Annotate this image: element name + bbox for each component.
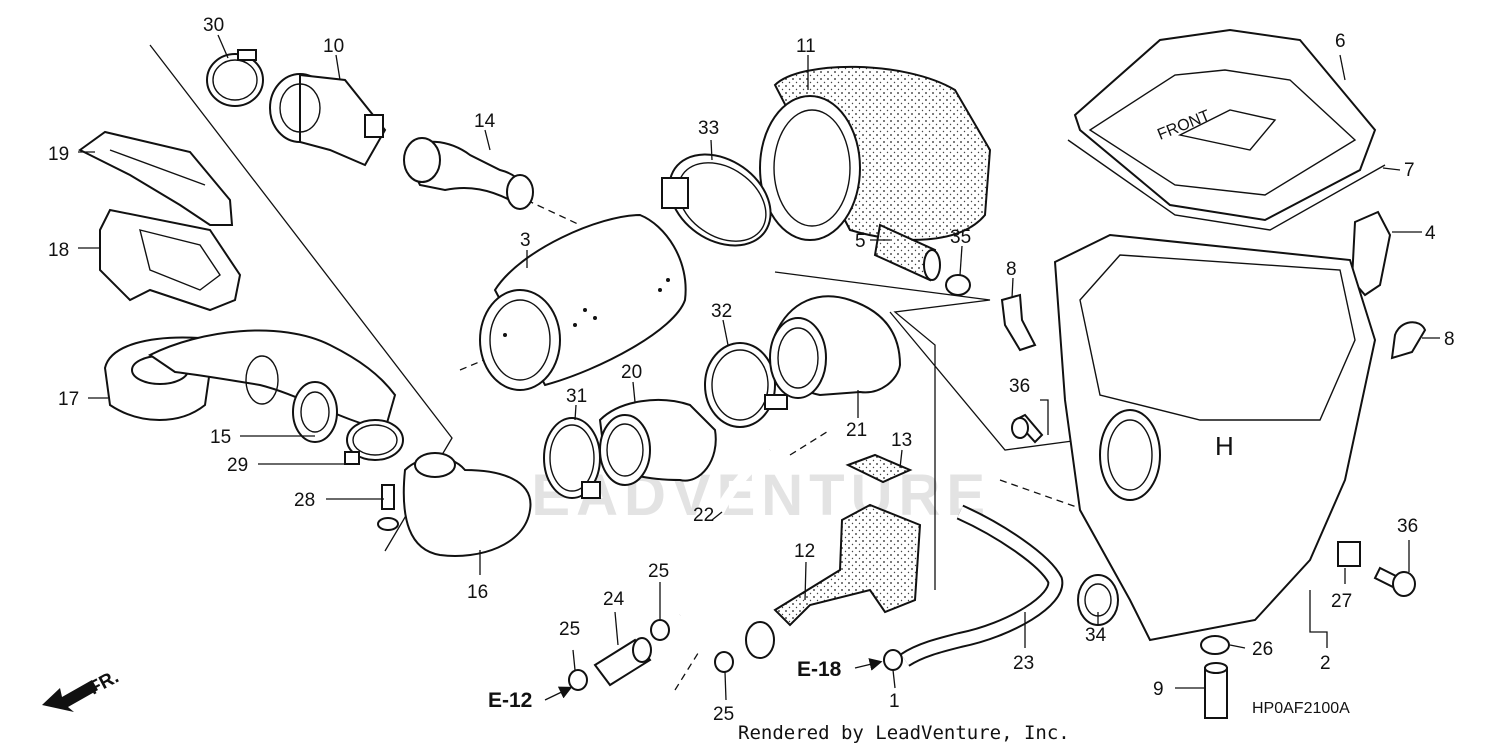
callout-31[interactable]: 31 xyxy=(566,386,587,407)
callout-7[interactable]: 7 xyxy=(1404,160,1415,181)
callout-6[interactable]: 6 xyxy=(1335,31,1346,52)
clip-35[interactable] xyxy=(945,274,971,296)
diagram-code: HP0AF2100A xyxy=(1252,700,1350,717)
case-cover-6[interactable]: FRONT xyxy=(1073,28,1377,222)
clip-26[interactable] xyxy=(1200,635,1230,655)
callout-8-left[interactable]: 8 xyxy=(1006,259,1017,280)
callout-19[interactable]: 19 xyxy=(48,144,69,165)
bolt-28[interactable] xyxy=(377,484,399,531)
clip-25-a[interactable] xyxy=(568,669,588,691)
bolt-36-a[interactable] xyxy=(1011,413,1044,444)
callout-21[interactable]: 21 xyxy=(846,420,867,441)
callout-10[interactable]: 10 xyxy=(323,36,344,57)
air-cleaner-case-2[interactable]: H xyxy=(1053,233,1377,642)
callout-9[interactable]: 9 xyxy=(1153,679,1164,700)
ref-e12[interactable]: E-12 xyxy=(488,689,532,712)
drain-housing-12[interactable] xyxy=(745,503,922,659)
callout-36-b[interactable]: 36 xyxy=(1397,516,1418,537)
clip-8-right[interactable] xyxy=(1390,321,1427,360)
joint-21[interactable] xyxy=(769,295,902,399)
callout-15[interactable]: 15 xyxy=(210,427,231,448)
callout-30[interactable]: 30 xyxy=(203,15,224,36)
callouts: 30 10 11 6 7 19 14 33 4 18 3 35 5 8 8 32… xyxy=(48,15,1455,725)
callout-1[interactable]: 1 xyxy=(889,691,900,712)
callout-23[interactable]: 23 xyxy=(1013,653,1034,674)
joint-10[interactable] xyxy=(269,73,387,167)
bolt-36-b[interactable] xyxy=(1373,566,1416,597)
front-arrow-label: FR. xyxy=(85,667,122,700)
callout-13[interactable]: 13 xyxy=(891,430,912,451)
callout-34[interactable]: 34 xyxy=(1085,625,1107,646)
clamp-32[interactable] xyxy=(704,342,788,428)
callout-25-b[interactable]: 25 xyxy=(648,561,669,582)
callout-8-right[interactable]: 8 xyxy=(1444,329,1455,350)
clip-8-left[interactable] xyxy=(1000,293,1037,352)
tube-9[interactable] xyxy=(1204,662,1228,719)
callout-25-a[interactable]: 25 xyxy=(559,619,580,640)
callout-11[interactable]: 11 xyxy=(796,36,816,57)
front-direction-arrow: FR. xyxy=(42,667,122,712)
foam-filter-11[interactable] xyxy=(759,65,992,241)
band-33[interactable] xyxy=(652,136,788,265)
callout-28[interactable]: 28 xyxy=(294,490,315,511)
hose-23[interactable] xyxy=(900,504,1064,667)
callout-25-c[interactable]: 25 xyxy=(713,704,734,725)
callout-36-a[interactable]: 36 xyxy=(1009,376,1030,397)
clamp-29[interactable] xyxy=(344,419,404,465)
callout-5[interactable]: 5 xyxy=(855,231,866,252)
ref-e18[interactable]: E-18 xyxy=(797,658,842,681)
callout-35[interactable]: 35 xyxy=(950,227,971,248)
drain-tube-22[interactable] xyxy=(677,446,774,620)
callout-33[interactable]: 33 xyxy=(698,118,719,139)
clip-1[interactable] xyxy=(883,649,903,671)
callout-2[interactable]: 2 xyxy=(1320,653,1331,674)
clamp-31[interactable] xyxy=(543,417,601,499)
callout-12[interactable]: 12 xyxy=(794,541,815,562)
leader-lines xyxy=(78,34,1440,701)
nut-27[interactable] xyxy=(1337,541,1361,567)
callout-29[interactable]: 29 xyxy=(227,455,248,476)
filter-element-3[interactable] xyxy=(479,213,687,391)
tube-24[interactable] xyxy=(593,637,652,687)
callout-4[interactable]: 4 xyxy=(1425,223,1436,244)
callout-32[interactable]: 32 xyxy=(711,301,732,322)
cover-seal-7[interactable] xyxy=(1067,139,1386,231)
callout-26[interactable]: 26 xyxy=(1252,639,1273,660)
footer-credit: Rendered by LeadVenture, Inc. xyxy=(738,722,1070,744)
callout-27[interactable]: 27 xyxy=(1331,591,1352,612)
clip-25-b[interactable] xyxy=(650,619,670,641)
callout-18[interactable]: 18 xyxy=(48,240,69,261)
connector-20[interactable] xyxy=(598,399,717,486)
clamp-30[interactable] xyxy=(206,49,264,107)
case-letter: H xyxy=(1215,431,1234,461)
duct-housing-18[interactable] xyxy=(99,208,242,312)
callout-17[interactable]: 17 xyxy=(58,389,79,410)
callout-24[interactable]: 24 xyxy=(603,589,625,610)
funnel-16[interactable] xyxy=(402,452,532,557)
duct-cover-19[interactable] xyxy=(78,130,234,226)
filter-pad-13[interactable] xyxy=(845,453,913,484)
pipe-5[interactable] xyxy=(873,223,941,282)
callout-3[interactable]: 3 xyxy=(520,230,531,251)
callout-14[interactable]: 14 xyxy=(474,111,496,132)
callout-16[interactable]: 16 xyxy=(467,582,488,603)
clip-25-c[interactable] xyxy=(714,651,734,673)
callout-22[interactable]: 22 xyxy=(693,505,714,526)
intake-duct-15[interactable] xyxy=(148,329,397,443)
callout-20[interactable]: 20 xyxy=(621,362,642,383)
tube-14[interactable] xyxy=(403,137,534,210)
